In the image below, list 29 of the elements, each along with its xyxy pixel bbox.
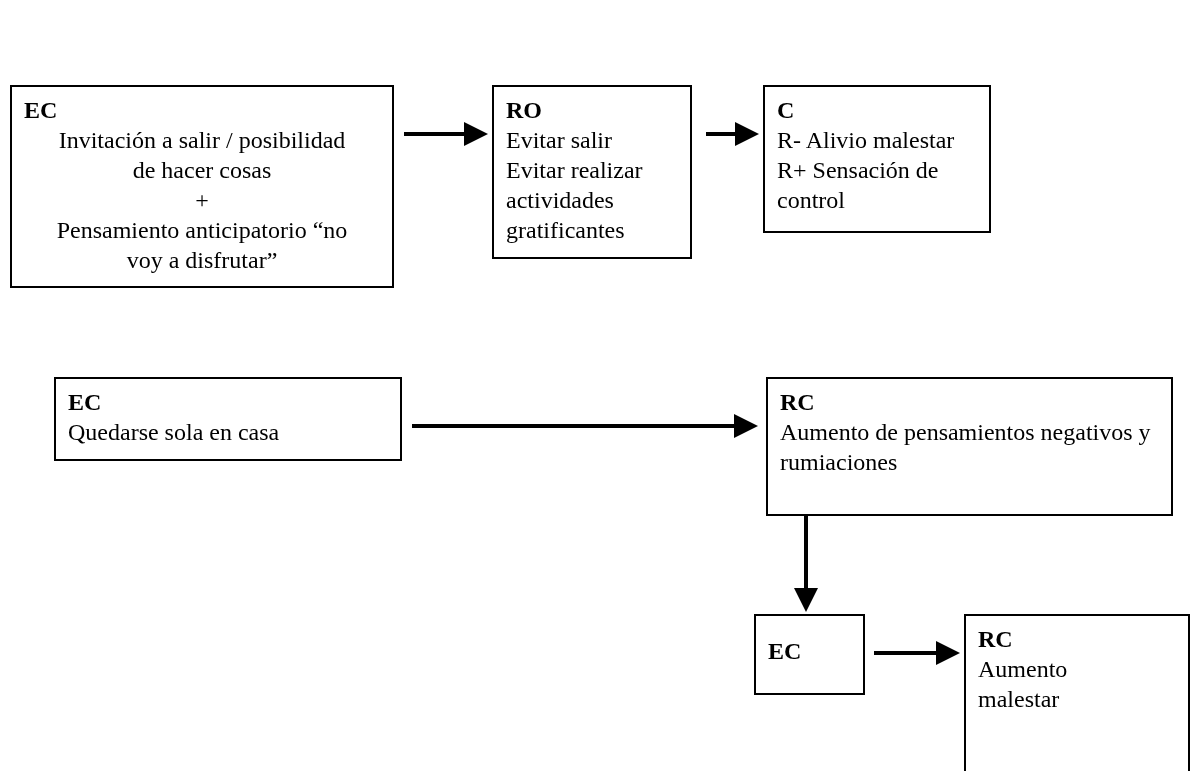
box-heading: C (777, 96, 796, 125)
box-text: Quedarse sola en casa (68, 418, 281, 447)
text-box (492, 85, 692, 259)
arrow (412, 414, 758, 438)
box-text: Aumento malestar (978, 655, 1069, 714)
box-text: Evitar realizar actividades gratificantes (506, 156, 644, 245)
box-heading: EC (768, 637, 803, 666)
box-heading: RO (506, 96, 543, 125)
box-heading: EC (24, 96, 59, 125)
arrow (874, 641, 960, 665)
box-text: Pensamiento anticipatorio “no voy a disfrutar” (55, 216, 349, 275)
box-text: Evitar salir (506, 126, 613, 155)
box-heading: RC (780, 388, 816, 417)
text-box (763, 85, 991, 233)
text-box (964, 614, 1190, 771)
box-text: Aumento de pensamientos negativos y rumiaciones (780, 418, 1152, 477)
arrow (706, 122, 759, 146)
arrow (794, 516, 818, 612)
text-box (754, 614, 865, 695)
box-text: + (194, 186, 210, 215)
box-text: R+ Sensación de control (777, 156, 940, 215)
box-text: R- Alivio malestar (777, 126, 956, 155)
arrow (404, 122, 488, 146)
box-heading: EC (68, 388, 103, 417)
text-box (10, 85, 394, 288)
text-box (766, 377, 1173, 516)
text-box (54, 377, 402, 461)
box-heading: RC (978, 625, 1014, 654)
box-text: Invitación a salir / posibilidad de hacer cosas (57, 126, 347, 185)
